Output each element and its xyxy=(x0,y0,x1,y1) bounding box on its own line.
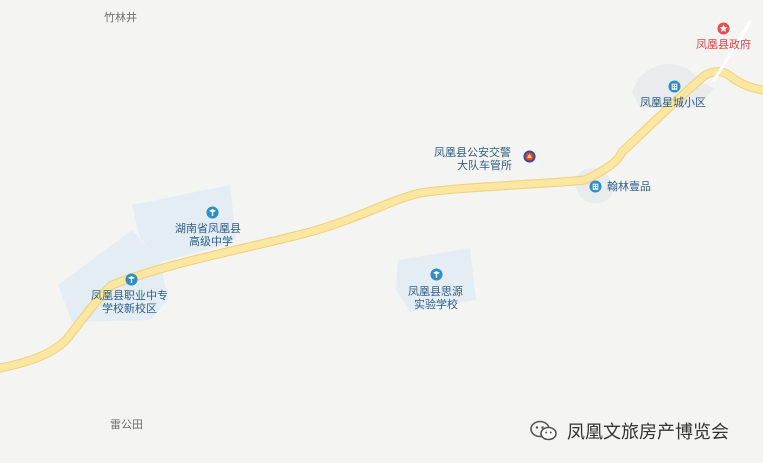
wechat-icon xyxy=(530,420,557,441)
label-zhuanye-line1[interactable]: 凤凰县职业中专 xyxy=(91,289,168,302)
main-road xyxy=(0,68,763,372)
side-road xyxy=(712,20,752,82)
label-fenghuang-gov[interactable]: 凤凰县政府 xyxy=(696,38,751,51)
school-icon[interactable] xyxy=(430,268,443,281)
zhiye-campus-area xyxy=(58,230,168,322)
school-icon[interactable] xyxy=(206,206,219,219)
label-hanlin[interactable]: 翰林壹品 xyxy=(607,180,651,193)
main-road-edge xyxy=(0,67,763,373)
police-station-icon[interactable] xyxy=(523,150,536,163)
watermark-text: 凤凰文旅房产博览会 xyxy=(567,422,729,443)
label-siyuan-line2[interactable]: 实验学校 xyxy=(414,298,458,311)
school-icon[interactable] xyxy=(125,273,138,286)
government-star-icon[interactable] xyxy=(717,22,730,35)
residential-building-icon[interactable] xyxy=(589,180,602,193)
label-jiaojing-line2[interactable]: 大队车管所 xyxy=(457,159,512,172)
label-gaozhong-line2[interactable]: 高级中学 xyxy=(189,235,233,248)
gaozhong-campus-area xyxy=(132,185,236,262)
label-gaozhong-line1[interactable]: 湖南省凤凰县 xyxy=(175,222,241,235)
watermark: 凤凰文旅房产博览会 xyxy=(529,418,729,444)
label-jiaojing-line1[interactable]: 凤凰县公安交警 xyxy=(434,146,511,159)
label-siyuan-line1[interactable]: 凤凰县思源 xyxy=(408,285,463,298)
label-leigongtian[interactable]: 雷公田 xyxy=(110,418,143,431)
label-zhulinjing[interactable]: 竹林井 xyxy=(104,11,137,24)
label-zhuanye-line2[interactable]: 学校新校区 xyxy=(102,302,157,315)
label-xingcheng[interactable]: 凤凰星城小区 xyxy=(640,96,706,109)
residential-building-icon[interactable] xyxy=(668,80,681,93)
